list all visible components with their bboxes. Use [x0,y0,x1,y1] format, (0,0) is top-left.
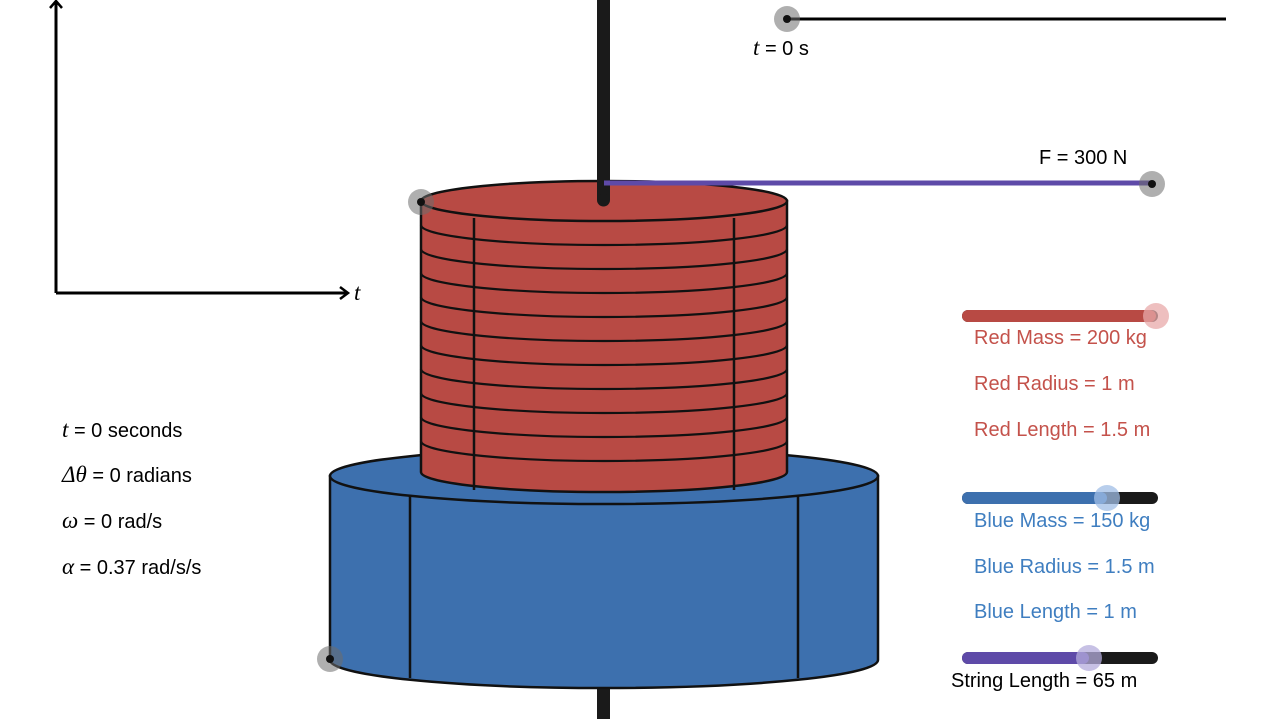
blue-mass-slider-knob[interactable] [1094,485,1121,511]
string-length-slider-knob[interactable] [1076,645,1103,671]
string-windings [419,224,789,463]
force-handle[interactable] [1139,171,1165,197]
delta-theta-readout: Δθ = 0 radians [62,462,192,488]
alpha-readout: α = 0.37 rad/s/s [62,554,201,580]
timeline-handle[interactable] [774,6,800,32]
blue-cylinder-point[interactable] [317,646,343,672]
red-length-label: Red Length = 1.5 m [974,419,1151,441]
omega-symbol: ω [62,508,79,533]
timeline-time-value: = 0 s [759,38,809,60]
timeline-time-var: t [753,35,760,60]
red-mass-slider-fill [962,310,1157,322]
blue-radius-label: Blue Radius = 1.5 m [974,556,1155,578]
red-mass-label: Red Mass = 200 kg [974,327,1147,349]
string-length-slider[interactable] [962,645,1158,671]
string-length-label: String Length = 65 m [951,670,1138,692]
red-radius-label: Red Radius = 1 m [974,373,1135,395]
graph-axes [49,0,351,300]
time-value: = 0 seconds [68,420,183,442]
blue-mass-slider-fill [962,492,1108,504]
force-label: F = 300 N [1039,147,1128,169]
time-readout: t = 0 seconds [62,417,182,443]
blue-mass-slider[interactable] [962,485,1158,511]
omega-readout: ω = 0 rad/s [62,508,162,534]
delta-theta-value: = 0 radians [86,465,192,487]
timeline-time-label: t = 0 s [753,35,809,61]
t-axis-label: t [354,280,361,305]
blue-length-label: Blue Length = 1 m [974,601,1137,623]
alpha-value: = 0.37 rad/s/s [74,557,202,579]
alpha-symbol: α [62,554,75,579]
red-cylinder-point[interactable] [408,189,434,215]
time-symbol: t [62,417,69,442]
red-mass-slider[interactable] [962,303,1170,329]
red-mass-slider-knob[interactable] [1143,303,1170,329]
omega-value: = 0 rad/s [78,511,163,533]
red-cylinder [419,179,789,494]
blue-mass-label: Blue Mass = 150 kg [974,510,1151,532]
axle-top [597,0,610,207]
delta-theta-symbol: Δθ [62,462,87,487]
string-length-slider-fill [962,652,1090,664]
